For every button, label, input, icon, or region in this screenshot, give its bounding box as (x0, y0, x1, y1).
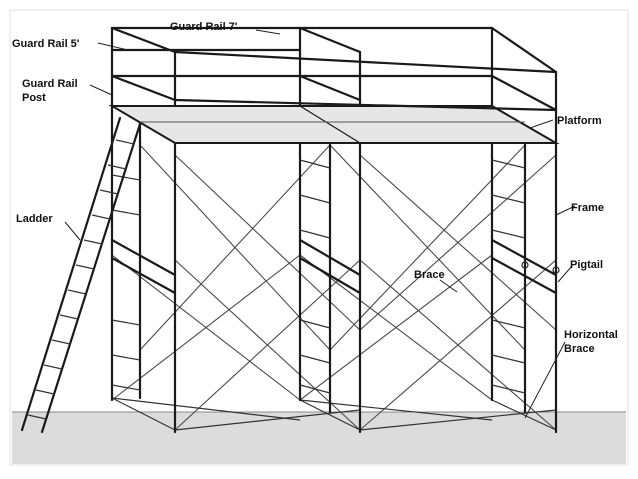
label-leaders (64, 29, 576, 419)
label-horizontal-brace-line1: Horizontal (564, 329, 618, 341)
platform (108, 105, 560, 144)
platform-seam (299, 105, 361, 144)
label-platform: Platform (557, 115, 602, 127)
diagram-border (9, 9, 629, 466)
label-frame: Frame (571, 202, 604, 214)
label-pigtail: Pigtail (570, 259, 603, 271)
ground (12, 412, 626, 464)
mid-ledgers (110, 238, 558, 295)
label-horizontal-brace-line2: Brace (564, 343, 595, 355)
ladder-rungs (27, 139, 135, 420)
label-guard-rail-5: Guard Rail 5' (12, 38, 80, 50)
label-guard-rail-7: Guard Rail 7' (170, 21, 238, 33)
horizontal-brace (111, 397, 557, 431)
label-ladder: Ladder (16, 213, 53, 225)
label-brace: Brace (414, 269, 445, 281)
label-guard-rail-post-line1: Guard Rail (22, 78, 78, 90)
frame-rungs (111, 159, 526, 394)
ladder (20, 116, 142, 434)
pigtail-icon (521, 261, 560, 274)
guard-rails (110, 26, 558, 112)
label-guard-rail-post-line2: Post (22, 92, 46, 104)
cross-braces (111, 144, 557, 431)
